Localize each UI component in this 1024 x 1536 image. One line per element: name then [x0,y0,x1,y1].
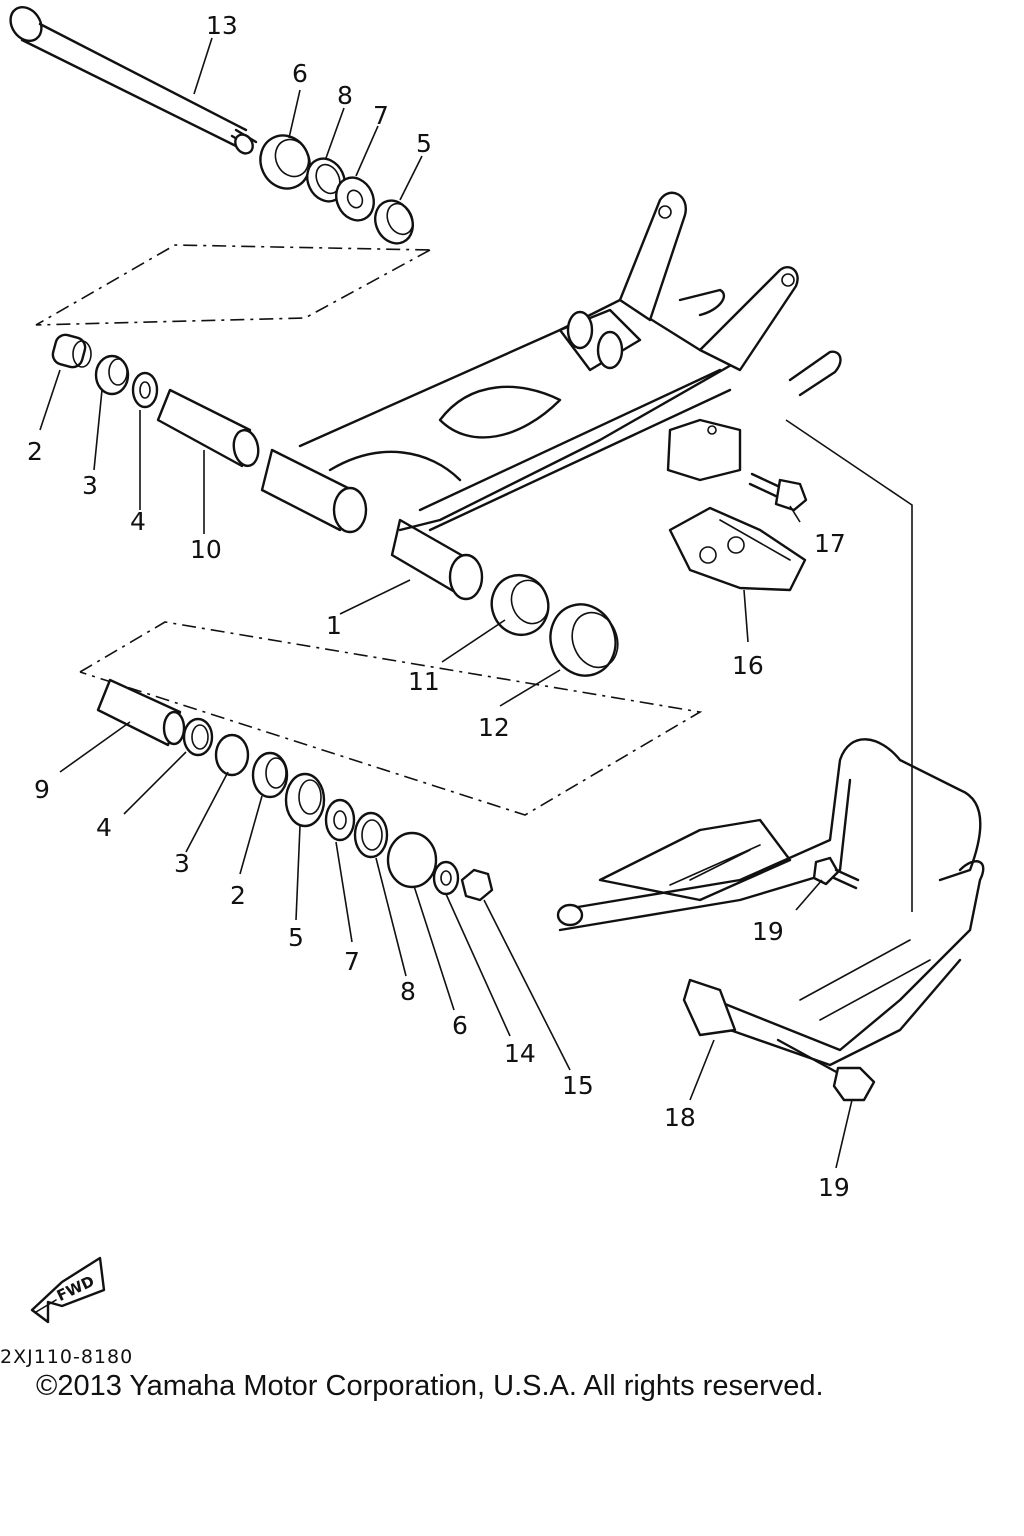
callout-6-lower: 6 [452,1011,468,1040]
callout-7-lower: 7 [344,947,360,976]
callout-16: 16 [732,651,764,680]
lower-bushing-stack [96,678,494,902]
chain-roller-parts-11-12 [490,574,619,677]
swingarm-part-1 [260,191,842,601]
diagram-code: 2XJ110-8180 [0,1346,134,1368]
bolt-part-19-lower [776,1038,876,1102]
callout-5-upper: 5 [416,129,432,158]
callout-4-lower: 4 [96,813,112,842]
callout-7-upper: 7 [373,101,389,130]
fwd-arrow-icon: FWD [30,1256,106,1324]
callout-2-lower: 2 [230,881,246,910]
callout-3-upper: 3 [82,471,98,500]
callout-5-lower: 5 [288,923,304,952]
chain-guide-part-16 [668,506,807,592]
callout-labels: 13 6 8 7 5 2 3 4 10 1 17 16 11 12 9 4 3 … [27,11,850,1202]
callout-12: 12 [478,713,510,742]
callout-15: 15 [562,1071,594,1100]
callout-leaders [39,37,853,1169]
fwd-leader-line [785,419,913,912]
callout-4-upper: 4 [130,507,146,536]
callout-2-upper: 2 [27,437,43,466]
upper-seal-stack [259,134,414,245]
callout-18: 18 [664,1103,696,1132]
callout-1: 1 [326,611,342,640]
callout-8-upper: 8 [337,81,353,110]
callout-9: 9 [34,775,50,804]
callout-11: 11 [408,667,440,696]
callout-19-lower: 19 [818,1173,850,1202]
callout-3-lower: 3 [174,849,190,878]
callout-10: 10 [190,535,222,564]
callout-6-upper: 6 [292,59,308,88]
callout-14: 14 [504,1039,536,1068]
pivot-shaft-part-13 [9,6,258,155]
left-bushing-stack [51,333,260,468]
bolt-part-17 [748,472,808,512]
callout-19-upper: 19 [752,917,784,946]
callout-17: 17 [814,529,846,558]
copyright-notice: ©2013 Yamaha Motor Corporation, U.S.A. A… [36,1370,824,1402]
upper-group-frame [35,244,431,326]
callout-13: 13 [206,11,238,40]
footrest-part-18 [556,738,985,1067]
callout-8-lower: 8 [400,977,416,1006]
lower-group-frame [79,621,703,816]
bolt-part-19-upper [812,856,860,890]
